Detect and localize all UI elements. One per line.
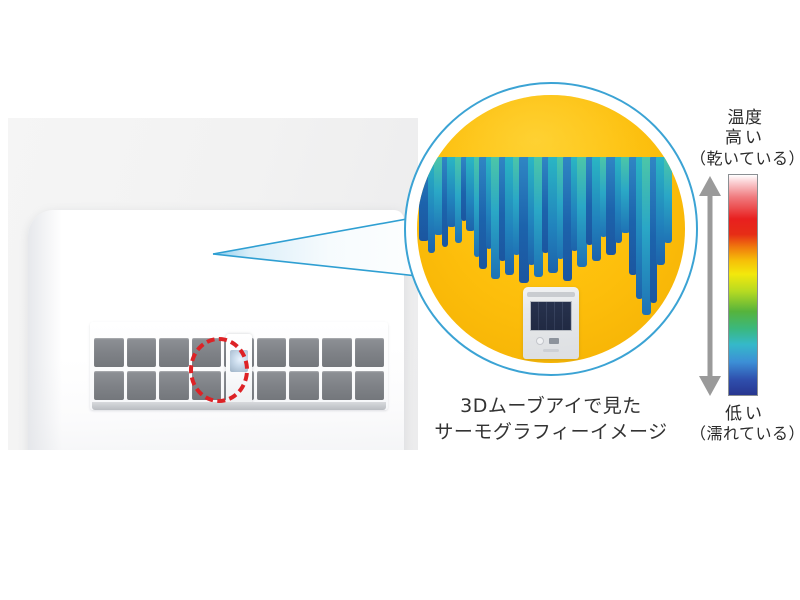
legend-low-sublabel: （濡れている） [690,424,800,444]
laundry-item [479,157,487,269]
caption-line-1: 3Dムーブアイで見た [460,395,642,417]
sensor-highlight-circle-icon [189,337,249,403]
legend-low-labels: 低い （濡れている） [690,404,800,444]
legend-high-sublabel: （乾いている） [690,148,800,168]
grille-cell [289,371,319,400]
legend-high-label: 高い [725,128,765,149]
hanging-laundry-group [417,157,685,315]
laundry-item [592,157,601,261]
thermal-indoor-unit [523,287,579,359]
thermal-unit-grille-icon [530,301,572,331]
grille-cell [126,338,157,367]
laundry-item [650,157,657,303]
caption-line-2: サーモグラフィーイメージ [434,420,668,443]
laundry-item [600,157,607,237]
grille-cell [354,338,385,367]
legend-low-label: 低い [725,403,765,424]
laundry-item [586,157,593,245]
temperature-legend: 温度 高い （乾いている） 低い （濡れている） [690,108,800,444]
laundry-item [557,157,564,259]
laundry-item [534,157,543,277]
laundry-item [505,157,514,275]
laundry-item [442,157,448,247]
grille-cell [256,371,287,400]
grille-cell [159,371,189,400]
laundry-item [466,157,475,231]
laundry-item [621,157,630,233]
laundry-item [629,157,637,275]
thermal-unit-dial-icon [536,337,544,345]
laundry-item [571,157,578,251]
grille-cell [94,371,124,400]
temperature-colorbar [728,173,758,396]
grille-cell [321,371,352,400]
laundry-item [491,157,500,279]
laundry-item [447,157,456,227]
laundry-item [542,157,549,253]
laundry-item [486,157,492,249]
grille-cell [321,338,352,367]
laundry-item [563,157,572,281]
laundry-item [434,157,443,235]
thermography-disc [417,95,685,363]
legend-high-labels: 温度 高い （乾いている） [690,108,800,168]
grille-cell [354,371,385,400]
laundry-item [513,157,520,255]
grille-cell [289,338,319,367]
legend-scale-area [690,173,800,398]
thermal-unit-top-strip [527,292,575,297]
grille-cell [94,338,124,367]
laundry-item [428,157,435,253]
air-conditioner-photo [8,118,418,450]
grille-cell [256,338,287,367]
laundry-item [577,157,587,267]
thermal-unit-slot-icon [543,349,559,352]
grille-base-strip [92,402,386,410]
temperature-direction-arrow-icon [699,175,721,396]
laundry-item [636,157,643,299]
grille-cell [159,338,189,367]
laundry-item [548,157,558,273]
laundry-item [528,157,535,265]
grille-cell [126,371,157,400]
laundry-item [664,157,672,243]
laundry-item [474,157,480,257]
thermography-caption: 3Dムーブアイで見た サーモグラフィーイメージ [420,394,682,446]
laundry-item [519,157,529,283]
laundry-item [642,157,651,315]
laundry-item [499,157,506,261]
laundry-item [606,157,616,255]
laundry-item [615,157,622,243]
air-conditioner-body [28,210,404,450]
laundry-item [461,157,467,221]
laundry-item [455,157,462,243]
thermal-unit-chip-icon [549,338,559,344]
thermography-image [404,82,698,376]
legend-title: 温度 [727,108,763,128]
laundry-item [419,157,429,241]
laundry-item [656,157,665,265]
